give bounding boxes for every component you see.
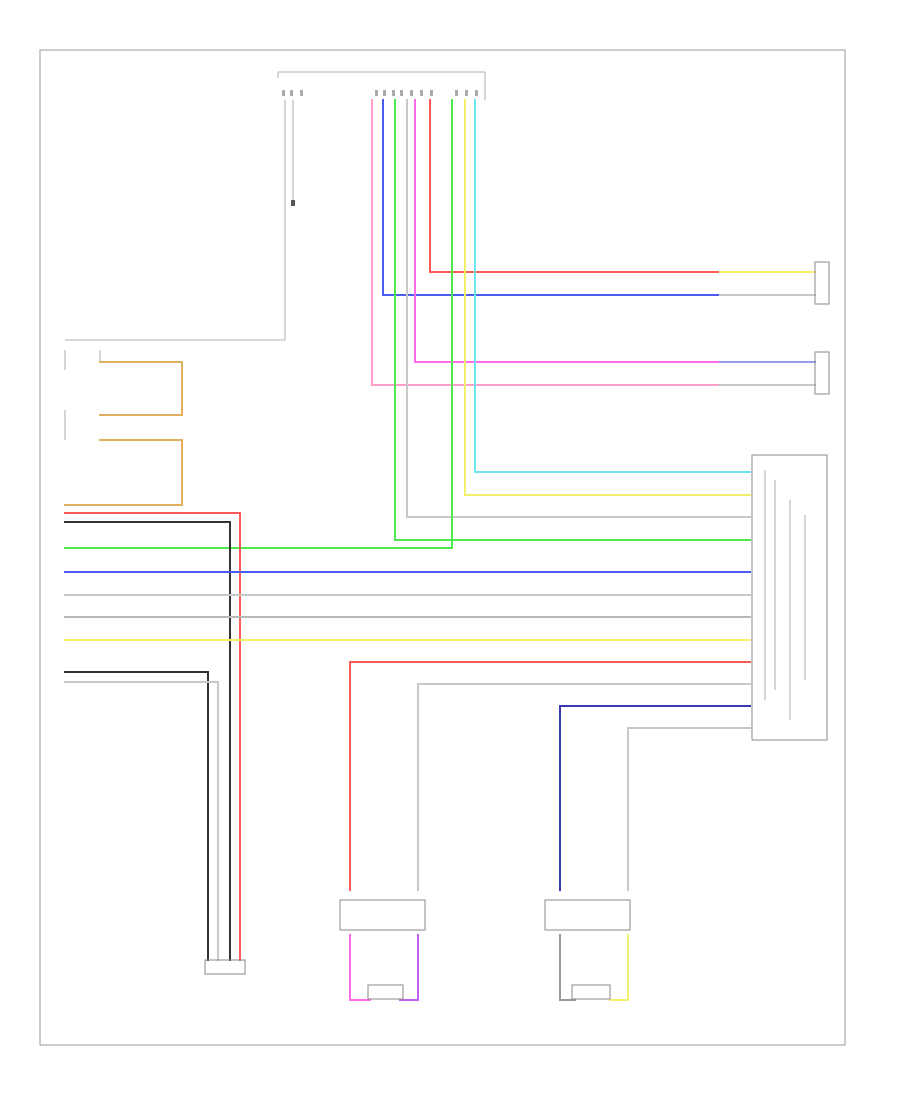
grey-wire-rear-left [417, 683, 751, 891]
cyan-wire-amp [474, 99, 751, 473]
black-wire-1 [64, 521, 231, 961]
tan-wire-2 [64, 439, 183, 506]
left-component [64, 350, 183, 506]
amplifier [751, 454, 828, 741]
green-wire-amp [394, 99, 751, 541]
connector-pins [282, 90, 478, 96]
grey-wire-left-2 [64, 681, 219, 961]
purple-wire-rear-left [399, 934, 419, 1001]
red-wire-speaker-right [429, 99, 721, 273]
connector-wires [64, 99, 751, 549]
amplifier-wires [64, 512, 751, 961]
black-wire-2 [64, 671, 209, 961]
rear-speaker-right [544, 899, 631, 1001]
blue-wire-speaker-right [382, 99, 721, 296]
front-door-speaker-right [719, 261, 830, 305]
rear-speaker-left [339, 899, 426, 1001]
red-wire-left [64, 512, 241, 961]
magenta-wire-rear-left [349, 934, 371, 1001]
front-door-speaker-left [719, 351, 830, 395]
magenta-wire-speaker-left [414, 99, 721, 363]
steering-switch-lead [65, 100, 295, 341]
grey-wire-amp [406, 99, 751, 518]
grey-wire-rear-right-out [559, 934, 576, 1001]
yellow-wire-rear-right-out [609, 934, 629, 1001]
navy-wire-rear-right [559, 705, 751, 891]
tan-wire-1 [99, 361, 183, 416]
green-wire-left [64, 99, 453, 549]
pink-wire-speaker-left [371, 99, 721, 386]
diagram-border [39, 49, 846, 1046]
yellow-wire-amp [464, 99, 751, 496]
bottom-left-component [204, 959, 246, 975]
audio-unit-connector [277, 71, 486, 100]
grey-wire-rear-right [627, 727, 751, 891]
red-wire-rear-left [349, 661, 751, 891]
